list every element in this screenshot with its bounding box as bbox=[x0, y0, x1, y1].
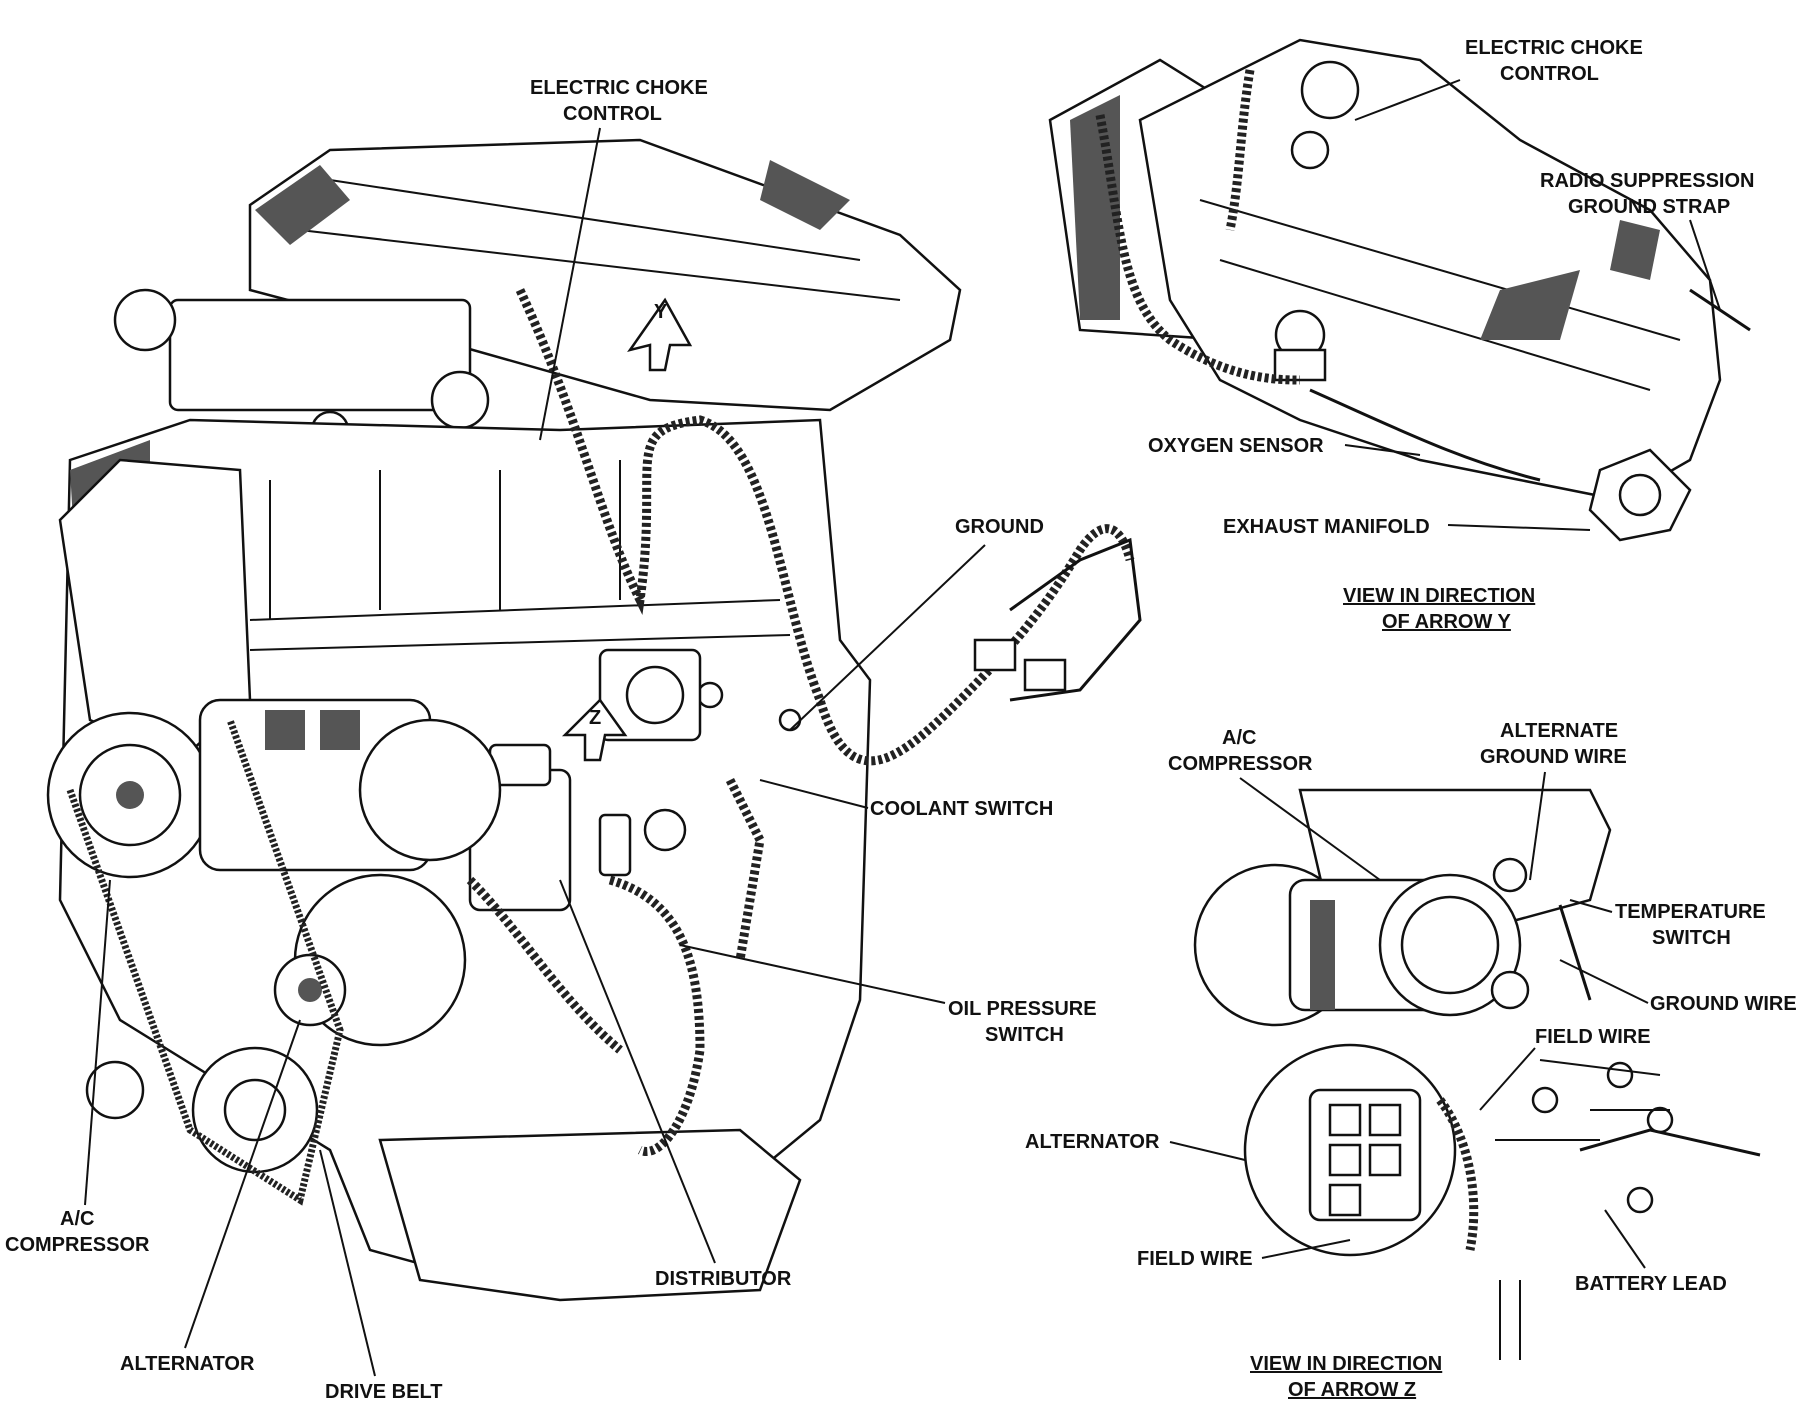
view-y-label-exhaust-manifold: EXHAUST MANIFOLD bbox=[1223, 516, 1430, 538]
view-z-label-battery-lead: BATTERY LEAD bbox=[1575, 1273, 1727, 1295]
main-label-alternator: ALTERNATOR bbox=[120, 1353, 255, 1375]
view-z-alternator bbox=[1243, 1043, 1457, 1257]
view-z-label-field-wire-bottom: FIELD WIRE bbox=[1137, 1248, 1253, 1270]
main-engine-view: Y Z bbox=[46, 138, 1142, 1302]
main-label-drive-belt: DRIVE BELT bbox=[325, 1381, 442, 1403]
view-y-label-radio-line2: GROUND STRAP bbox=[1568, 196, 1730, 218]
main-ac-compressor bbox=[46, 698, 502, 879]
main-label-ac-compressor-line2: COMPRESSOR bbox=[5, 1234, 150, 1256]
main-label-electric-choke-line1: ELECTRIC CHOKE bbox=[530, 77, 708, 99]
view-y-caption-line2: OF ARROW Y bbox=[1382, 611, 1512, 633]
main-label-oil-pressure-line2: SWITCH bbox=[985, 1024, 1064, 1046]
main-alternator bbox=[273, 873, 467, 1047]
view-z-labels: A/C COMPRESSOR ALTERNATE GROUND WIRE TEM… bbox=[1025, 720, 1797, 1401]
view-y-illustration bbox=[1048, 38, 1751, 542]
view-z-label-ground-wire: GROUND WIRE bbox=[1650, 993, 1797, 1015]
arrow-z-marker bbox=[561, 698, 628, 762]
main-labels: ELECTRIC CHOKE CONTROL GROUND COOLANT SW… bbox=[5, 77, 1097, 1403]
main-label-distributor: DISTRIBUTOR bbox=[655, 1268, 792, 1290]
view-y-caption-line1: VIEW IN DIRECTION bbox=[1343, 585, 1535, 607]
throttle-body bbox=[168, 298, 472, 412]
main-label-ground: GROUND bbox=[955, 516, 1044, 538]
view-z-label-alternator: ALTERNATOR bbox=[1025, 1131, 1160, 1153]
view-z-label-ac-line1: A/C bbox=[1222, 727, 1256, 749]
main-wiring-harness bbox=[515, 288, 1135, 766]
view-z-caption-line1: VIEW IN DIRECTION bbox=[1250, 1353, 1442, 1375]
main-label-electric-choke-line2: CONTROL bbox=[563, 103, 662, 125]
view-z-label-field-wire-top: FIELD WIRE bbox=[1535, 1026, 1651, 1048]
view-z-label-temp-line1: TEMPERATURE bbox=[1615, 901, 1766, 923]
oil-pan bbox=[378, 1128, 802, 1302]
view-y-label-radio-line1: RADIO SUPPRESSION bbox=[1540, 170, 1754, 192]
view-z-illustration bbox=[1193, 788, 1761, 1360]
view-y-label-oxygen-sensor: OXYGEN SENSOR bbox=[1148, 435, 1324, 457]
arrow-y-letter: Y bbox=[654, 301, 668, 323]
main-label-coolant-switch: COOLANT SWITCH bbox=[870, 798, 1053, 820]
view-z-label-alt-ground-line1: ALTERNATE bbox=[1500, 720, 1618, 742]
view-z-label-ac-line2: COMPRESSOR bbox=[1168, 753, 1313, 775]
view-y-labels: ELECTRIC CHOKE CONTROL RADIO SUPPRESSION… bbox=[1148, 37, 1754, 633]
view-y-intake bbox=[1138, 38, 1722, 502]
view-y-label-choke-line2: CONTROL bbox=[1500, 63, 1599, 85]
view-z-ac-compressor bbox=[1193, 863, 1522, 1027]
view-z-label-alt-ground-line2: GROUND WIRE bbox=[1480, 746, 1627, 768]
arrow-y-marker bbox=[627, 297, 693, 372]
main-label-ac-compressor-line1: A/C bbox=[60, 1208, 94, 1230]
view-y-label-choke-line1: ELECTRIC CHOKE bbox=[1465, 37, 1643, 59]
view-z-caption-line2: OF ARROW Z bbox=[1288, 1379, 1416, 1401]
main-label-oil-pressure-line1: OIL PRESSURE bbox=[948, 998, 1097, 1020]
view-z-label-temp-line2: SWITCH bbox=[1652, 927, 1731, 949]
drive-belt-path bbox=[66, 718, 344, 1206]
arrow-z-letter: Z bbox=[589, 707, 601, 729]
